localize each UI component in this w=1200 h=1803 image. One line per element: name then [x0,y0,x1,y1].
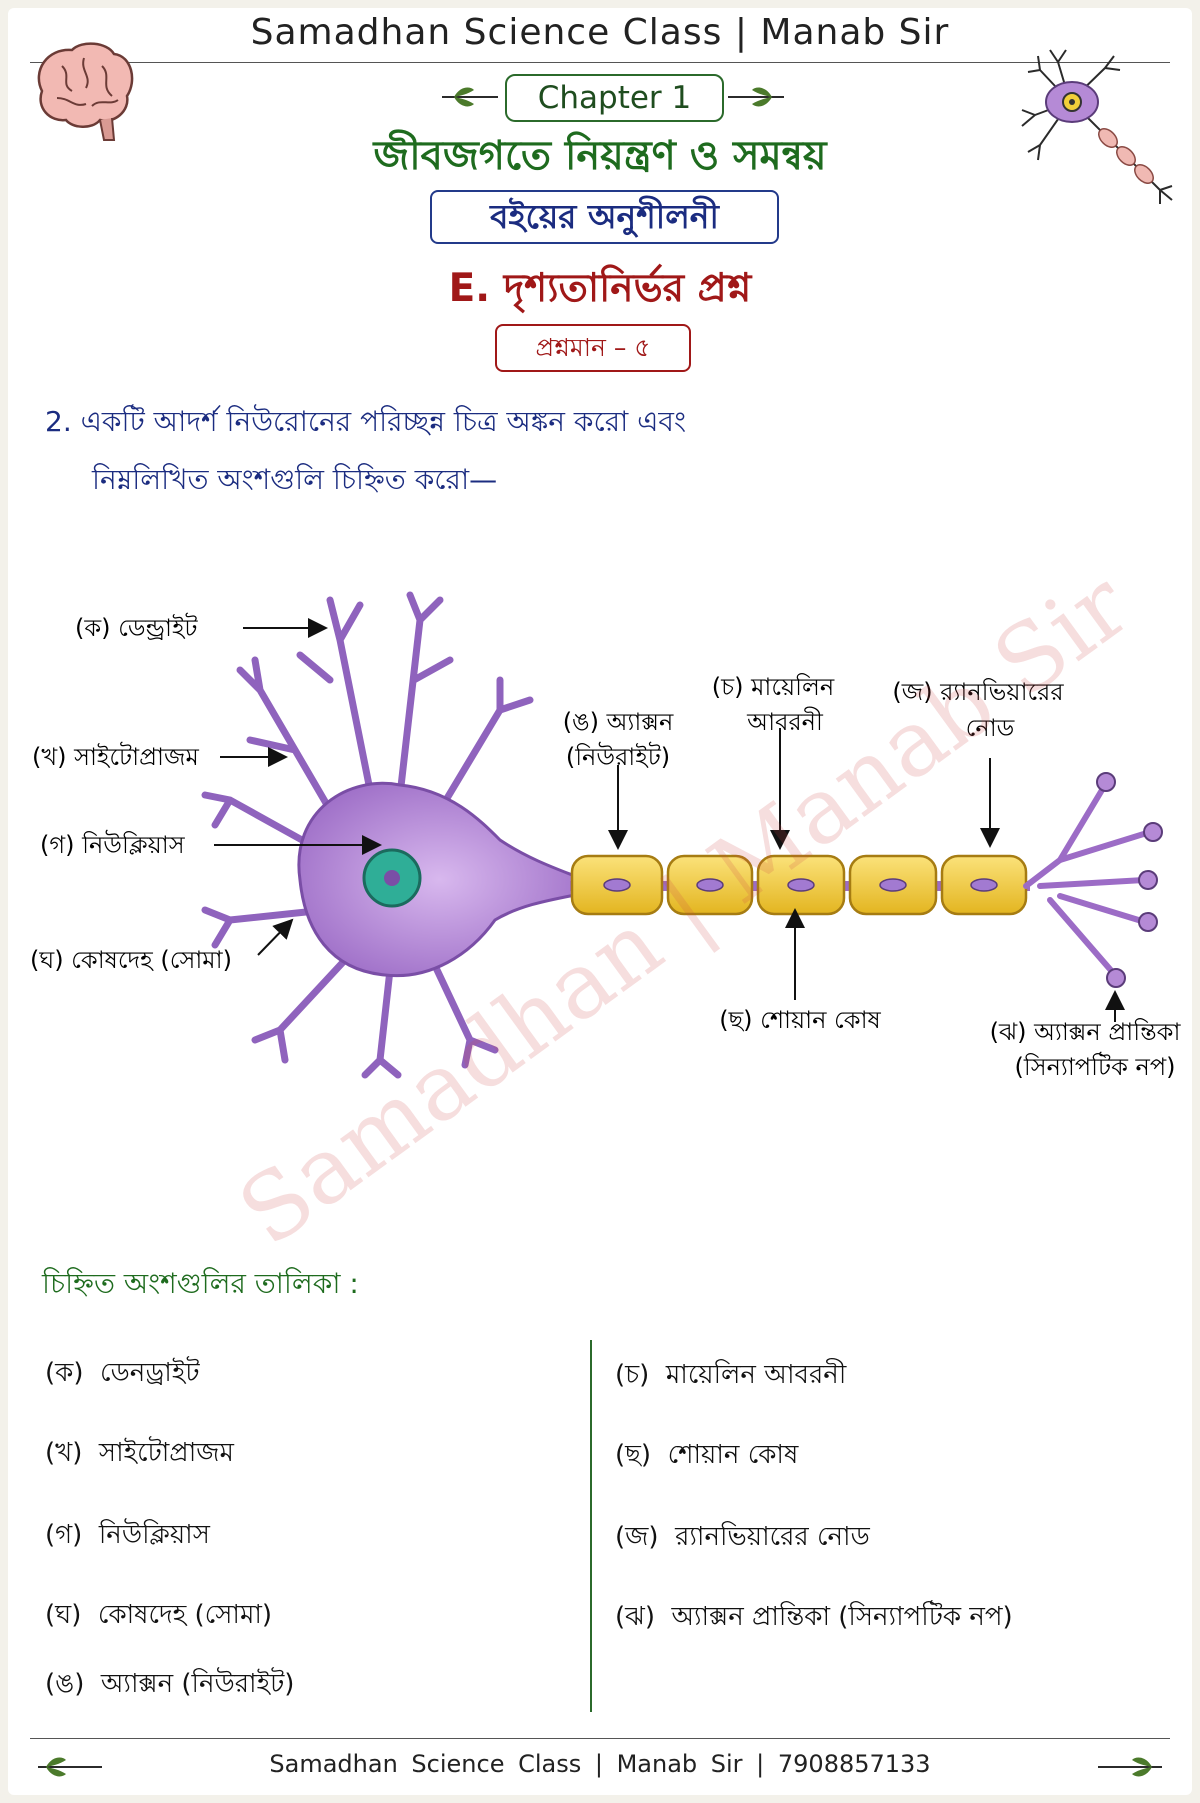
label-arrows [214,618,1125,1022]
header-divider [30,62,1170,63]
chapter-label: Chapter 1 [505,74,724,122]
label-axon-line2: (নিউরাইট) [566,742,670,771]
list-item: (ঝ) অ্যাক্সন প্রান্তিকা (সিন্যাপটিক নপ) [615,1596,1013,1640]
marks-badge: প্রশ্নমান – ৫ [495,324,691,372]
label-dendrite: (ক) ডেন্ড্রাইট [75,613,198,642]
parts-table-heading: চিহ্নিত অংশগুলির তালিকা : [42,1267,359,1300]
list-item: (ঘ) কোষদেহ (সোমা) [45,1594,272,1638]
item-text: র‍্যানভিয়ারের নোড [675,1522,870,1552]
item-text: নিউক্লিয়াস [98,1520,210,1550]
label-schwann-cell: (ছ) শোয়ান কোষ [719,1006,881,1034]
footer-text: Samadhan Science Class | Manab Sir | 790… [269,1750,931,1778]
item-key: (ঝ) [615,1602,655,1632]
cell-body-soma [297,781,582,978]
label-myelin-line1: (চ) মায়েলিন [712,673,835,701]
item-text: কোষদেহ (সোমা) [97,1600,273,1630]
label-axon-terminal-line2: (সিন্যাপটিক নপ) [1015,1052,1176,1080]
dendrites [201,591,534,1079]
synaptic-knobs [1096,772,1163,988]
list-item: (ছ) শোয়ান কোষ [615,1434,798,1478]
header-title: Samadhan Science Class | Manab Sir [250,12,950,53]
leaf-ornament-footer-right-icon [1098,1757,1162,1777]
list-item: (ক) ডেনড্রাইট [45,1352,200,1396]
list-item: (জ) র‍্যানভিয়ারের নোড [615,1516,870,1560]
question-line-2: নিম্নলিখিত অংশগুলি চিহ্নিত করো— [92,463,498,496]
item-text: শোয়ান কোষ [667,1440,799,1470]
label-node-line1: (জ) র‍্যানভিয়ারের [892,678,1064,706]
item-key: (খ) [45,1438,83,1468]
item-key: (গ) [45,1520,83,1550]
item-key: (ক) [45,1358,84,1388]
label-node-line2: নোড [966,714,1015,742]
section-heading: E. দৃশ্যতানির্ভর প্রশ্ন [448,266,752,311]
brain-icon [37,42,134,141]
neuron-corner-icon [1021,49,1173,204]
label-cell-body: (ঘ) কোষদেহ (সোমা) [30,946,232,974]
label-myelin-line2: আবরনী [746,707,824,736]
label-axon-line1: (ঙ) অ্যাক্সন [563,708,674,736]
leaf-ornament-left-icon [442,87,498,107]
chapter-title: জীবজগতে নিয়ন্ত্রণ ও সমন্বয় [373,133,827,179]
list-item: (ঙ) অ্যাক্সন (নিউরাইট) [45,1663,294,1707]
label-nucleus: (গ) নিউক্লিয়াস [40,830,186,859]
label-cytoplasm: (খ) সাইটোপ্রাজম [32,742,199,771]
myelin-sheath [570,854,1028,916]
leaf-ornament-right-icon [728,87,784,107]
list-item: (গ) নিউক্লিয়াস [45,1514,210,1558]
item-key: (ঙ) [45,1669,85,1699]
item-text: মায়েলিন আবরনী [665,1360,847,1390]
item-text: অ্যাক্সন (নিউরাইট) [100,1669,295,1699]
item-text: সাইটোপ্রাজম [98,1438,234,1468]
leaf-ornament-footer-left-icon [38,1757,102,1777]
item-text: অ্যাক্সন প্রান্তিকা (সিন্যাপটিক নপ) [671,1602,1013,1632]
item-key: (ঘ) [45,1600,82,1630]
item-key: (ছ) [615,1440,652,1470]
axon-terminals [1023,782,1153,978]
item-key: (চ) [615,1360,650,1390]
neuron-diagram: (ক) ডেন্ড্রাইট (খ) সাইটোপ্রাজম (গ) নিউক্… [30,591,1182,1080]
item-key: (জ) [615,1522,659,1552]
question-line-1: 2. একটি আদর্শ নিউরোনের পরিচ্ছন্ন চিত্র অ… [45,405,687,438]
list-item: (চ) মায়েলিন আবরনী [615,1354,846,1398]
exercise-box: বইয়ের অনুশীলনী [430,190,779,244]
label-axon-terminal-line1: (ঝ) অ্যাক্সন প্রান্তিকা [990,1018,1182,1046]
list-item: (খ) সাইটোপ্রাজম [45,1432,234,1476]
item-text: ডেনড্রাইট [100,1358,200,1388]
footer-divider [30,1738,1170,1739]
table-column-divider [590,1340,592,1712]
